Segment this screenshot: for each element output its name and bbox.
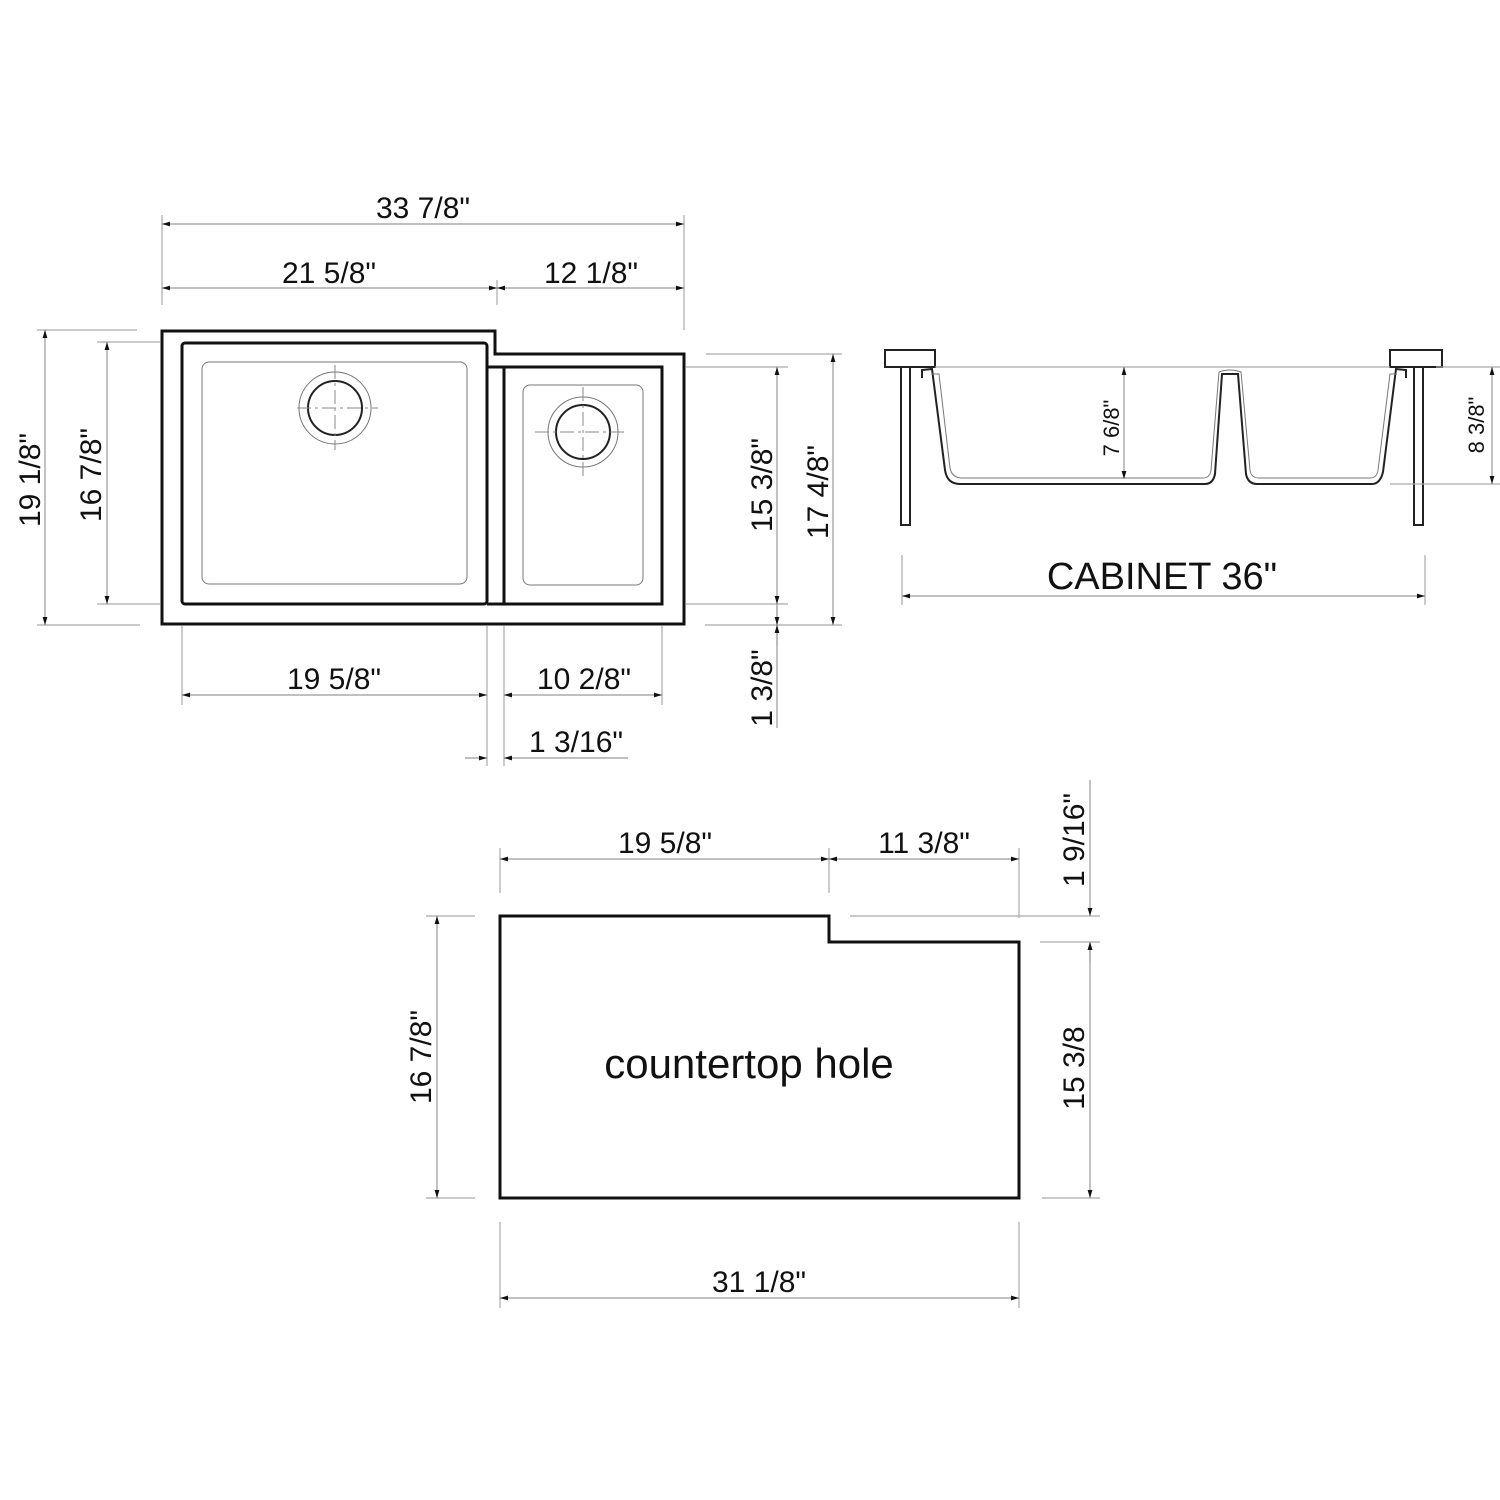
sink-outer-outline <box>160 329 686 626</box>
large-bowl-rim <box>180 341 489 606</box>
large-bowl-depth-label: 16 7/8" <box>75 428 108 522</box>
front-offset-label: 1 3/8" <box>746 649 779 726</box>
large-bowl-width-label: 21 5/8" <box>282 257 376 290</box>
sink-profile-outer <box>921 367 1407 485</box>
top-view: 33 7/8" 21 5/8" 12 1/8" 19 1/8" 16 7/8" … <box>14 192 842 766</box>
small-bowl-rim <box>487 365 664 606</box>
cabinet-width-label: CABINET 36" <box>1047 556 1277 598</box>
overall-depth-label: 19 1/8" <box>14 433 47 527</box>
countertop-hole-view: countertop hole 19 5/8" 11 3/8" 1 9/16" … <box>405 780 1100 1308</box>
overall-height-label: 8 3/8" <box>1464 397 1489 454</box>
large-bowl-basin <box>201 361 468 585</box>
hole-right-height-label: 15 3/8 <box>1058 1026 1091 1109</box>
section-view: 7 6/8" 8 3/8" CABINET 36" <box>884 349 1500 605</box>
countertop-left <box>884 349 936 368</box>
hole-step-height-label: 1 9/16" <box>1058 793 1091 887</box>
large-drain-icon <box>297 365 378 450</box>
bowl-depth-label: 7 6/8" <box>1099 400 1124 457</box>
large-bowl-inner-width-label: 19 5/8" <box>287 663 381 696</box>
hole-total-width-label: 31 1/8" <box>712 1266 806 1299</box>
small-side-depth-label: 17 4/8" <box>802 445 835 539</box>
small-bowl-width-label: 12 1/8" <box>544 257 638 290</box>
countertop-hole-title: countertop hole <box>604 1040 894 1087</box>
hole-large-width-label: 19 5/8" <box>618 827 712 860</box>
hole-small-width-label: 11 3/8" <box>878 827 970 860</box>
cabinet-right-post <box>1413 366 1424 526</box>
small-bowl-inner-width-label: 10 2/8" <box>537 663 631 696</box>
cabinet-left-post <box>900 366 911 526</box>
divider-width-label: 1 3/16" <box>529 726 623 759</box>
small-bowl-depth-label: 15 3/8" <box>746 438 779 532</box>
countertop-right <box>1389 349 1443 368</box>
small-bowl-basin <box>522 384 644 586</box>
small-drain-icon <box>535 387 627 477</box>
overall-width-label: 33 7/8" <box>376 192 470 225</box>
hole-left-height-label: 16 7/8" <box>405 1010 438 1104</box>
countertop-hole-outline <box>498 914 1021 1200</box>
sink-profile-inner <box>932 369 1397 479</box>
